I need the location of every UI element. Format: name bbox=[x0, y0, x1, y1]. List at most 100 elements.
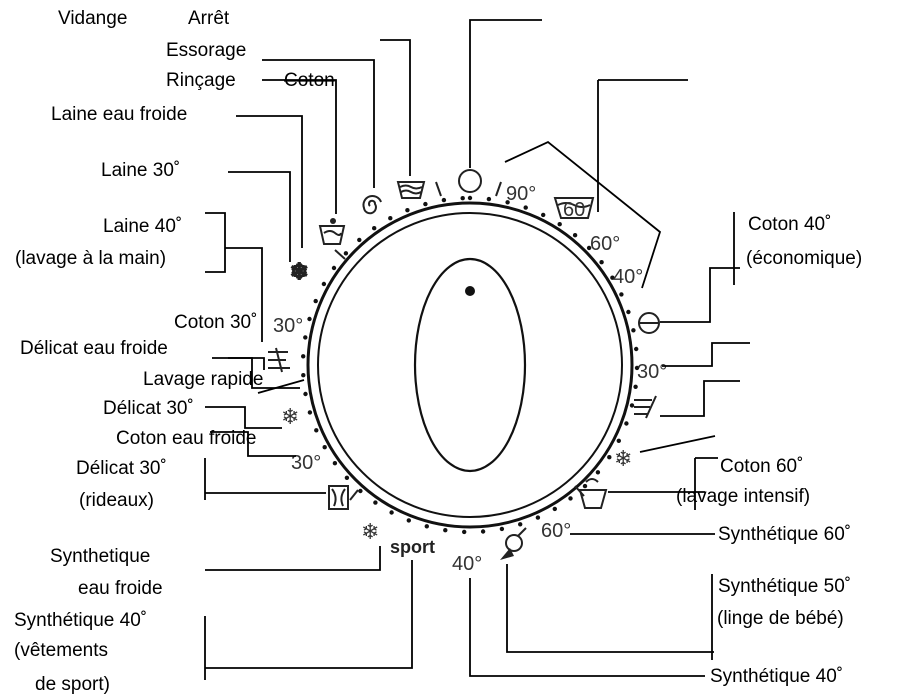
baby-icon bbox=[500, 527, 527, 560]
dial-position-dot bbox=[344, 475, 350, 480]
quick-wash-icon-right bbox=[634, 395, 657, 419]
dial-position-dot bbox=[314, 428, 319, 433]
dial-position-dot bbox=[499, 526, 505, 532]
label-laine-30: Laine 30˚ bbox=[101, 160, 180, 181]
label-synthetique-50: Synthétique 50˚ bbox=[718, 576, 851, 597]
dial-position-dot bbox=[610, 275, 615, 280]
dial-position-dot bbox=[322, 445, 327, 450]
dial-position-dot bbox=[441, 197, 447, 203]
dial-separator-top-right bbox=[495, 181, 502, 197]
program-dial bbox=[301, 181, 640, 535]
dial-position-dot bbox=[307, 410, 313, 415]
snowflake-icon: ❄ bbox=[281, 404, 299, 429]
dial-position-dot bbox=[313, 298, 318, 304]
tub-60-icon: 60 bbox=[553, 197, 595, 221]
program-labels: Vidange Arrêt Essorage Rinçage Coton Lai… bbox=[14, 8, 862, 695]
dial-position-dot bbox=[535, 515, 541, 520]
dial-temp-30-left-top: 30° bbox=[273, 315, 303, 337]
dial-position-dot bbox=[626, 309, 631, 315]
rinse-tub-icon bbox=[318, 218, 346, 245]
dial-position-dot bbox=[307, 316, 312, 322]
dial-temp-30-left-bottom: 30° bbox=[291, 452, 321, 474]
dial-position-dot bbox=[480, 529, 486, 534]
label-essorage: Essorage bbox=[166, 40, 246, 61]
label-coton-40: Coton 40˚ bbox=[748, 214, 831, 235]
label-eau-froide: eau froide bbox=[78, 578, 163, 599]
dial-temp-60-bottom: 60° bbox=[541, 520, 571, 542]
dial-position-dot bbox=[423, 201, 428, 207]
dial-position-dot bbox=[518, 522, 523, 527]
dial-position-dot bbox=[303, 391, 308, 397]
label-economique: (économique) bbox=[746, 248, 862, 269]
dial-position-dot bbox=[595, 470, 601, 475]
dial-position-dot bbox=[633, 384, 638, 389]
dial-position-dot bbox=[303, 335, 308, 340]
dial-position-dot bbox=[301, 373, 306, 378]
dial-position-dot bbox=[372, 226, 377, 231]
label-laine-eau-froide: Laine eau froide bbox=[51, 104, 187, 125]
label-vetements: (vêtements bbox=[14, 640, 108, 661]
dial-position-dot bbox=[301, 354, 306, 359]
label-coton-eau-froide: Coton eau froide bbox=[116, 428, 257, 449]
label-synthetique-40-bottom: Synthétique 40˚ bbox=[710, 666, 843, 687]
dial-position-dot bbox=[357, 237, 362, 243]
dial-position-dot bbox=[443, 528, 448, 533]
dial-position-dot bbox=[624, 421, 629, 426]
dial-position-dot bbox=[599, 260, 604, 265]
dial-position-dot bbox=[616, 438, 621, 443]
dial-separator-bottom-left bbox=[349, 489, 359, 501]
label-lavage-main: (lavage à la main) bbox=[15, 248, 166, 269]
dial-temp-90: 90° bbox=[506, 183, 536, 205]
label-rideaux: (rideaux) bbox=[79, 490, 154, 511]
dial-position-dot bbox=[607, 455, 612, 460]
label-vidange: Vidange bbox=[58, 8, 127, 29]
dial-indicator-dot bbox=[465, 286, 475, 296]
label-arret: Arrêt bbox=[188, 8, 230, 29]
dial-position-dot bbox=[358, 488, 363, 494]
dial-temp-30-right: 30° bbox=[637, 361, 667, 383]
eco-icon bbox=[638, 312, 660, 334]
dial-position-dot bbox=[631, 328, 636, 333]
dial-position-dot bbox=[568, 496, 573, 501]
dial-position-dot bbox=[343, 251, 349, 256]
label-linge-bebe: (linge de bébé) bbox=[717, 608, 844, 629]
label-laine-40: Laine 40˚ bbox=[103, 216, 182, 237]
snowflake-icon: ❄ bbox=[361, 519, 379, 544]
dial-outer-ring bbox=[306, 201, 634, 529]
label-lavage-rapide: Lavage rapide bbox=[143, 369, 263, 390]
snowflake-icon: ❄ bbox=[614, 446, 632, 471]
label-synthetique-40: Synthétique 40˚ bbox=[14, 610, 147, 631]
label-coton-30: Coton 30˚ bbox=[174, 312, 257, 333]
dial-separator-top-left bbox=[435, 181, 442, 197]
dial-knob-icon[interactable] bbox=[413, 257, 527, 473]
intensive-wash-icon bbox=[578, 478, 608, 509]
label-coton-60: Coton 60˚ bbox=[720, 456, 803, 477]
dial-position-dots bbox=[301, 195, 640, 535]
dial-position-dot bbox=[552, 506, 557, 512]
snowflake-icon: ❄ bbox=[290, 259, 308, 284]
label-synthetique-60: Synthétique 60˚ bbox=[718, 524, 851, 545]
dial-position-dot bbox=[462, 529, 467, 535]
svg-text:60: 60 bbox=[563, 199, 585, 221]
label-delicat-30-rideaux: Délicat 30˚ bbox=[76, 458, 167, 479]
dial-position-dot bbox=[406, 518, 411, 523]
label-de-sport: de sport) bbox=[35, 674, 110, 695]
quick-wash-icon-left bbox=[268, 347, 290, 373]
spin-spiral-icon bbox=[362, 195, 382, 215]
label-rincage: Rinçage bbox=[166, 70, 236, 91]
dial-temp-40-bottom: 40° bbox=[452, 553, 482, 575]
dial-position-dot bbox=[541, 212, 546, 218]
dial-position-dot bbox=[557, 222, 562, 227]
leader-lines bbox=[204, 19, 750, 680]
label-delicat-eau-froide: Délicat eau froide bbox=[20, 338, 168, 359]
dial-temp-40: 40° bbox=[613, 266, 643, 288]
dial-position-dot bbox=[572, 233, 578, 238]
dial-position-dot bbox=[388, 216, 393, 221]
dial-position-dot bbox=[373, 500, 378, 505]
sport-label: sport bbox=[390, 537, 435, 557]
dial-position-dot bbox=[582, 483, 588, 489]
label-coton-top: Coton bbox=[284, 70, 335, 91]
dial-position-dot bbox=[424, 524, 429, 529]
dial-position-dot bbox=[634, 365, 640, 371]
